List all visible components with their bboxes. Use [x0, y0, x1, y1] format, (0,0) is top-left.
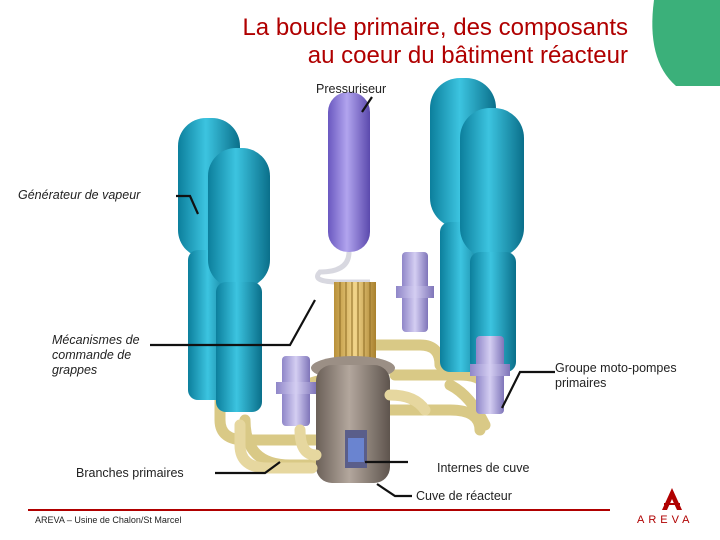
title-line-1: La boucle primaire, des composants — [242, 14, 628, 41]
corner-decoration — [652, 0, 720, 86]
primary-pipes-front — [234, 389, 431, 474]
areva-logo — [662, 488, 682, 510]
primary-pump-back — [396, 252, 434, 332]
label-groupe-line-2: primaires — [555, 376, 607, 390]
title-line-2: au coeur du bâtiment réacteur — [307, 42, 628, 69]
label-groupe-moto-pompes: Groupe moto-pompes primaires — [555, 361, 677, 391]
label-generateur-vapeur: Générateur de vapeur — [18, 188, 141, 202]
label-mecanismes-line-3: grappes — [52, 363, 98, 377]
label-cuve-reacteur: Cuve de réacteur — [416, 489, 512, 503]
control-rod-mechanisms — [334, 282, 376, 362]
pressurizer — [315, 92, 370, 285]
label-groupe-line-1: Groupe moto-pompes — [555, 361, 677, 375]
primary-pump-right — [470, 336, 510, 414]
label-mecanismes-line-1: Mécanismes de — [52, 333, 140, 347]
leader-lines — [150, 96, 555, 498]
label-mecanismes: Mécanismes de commande de grappes — [52, 333, 140, 378]
label-internes-cuve: Internes de cuve — [437, 461, 530, 475]
page-title: La boucle primaire, des composants au co… — [242, 14, 628, 70]
footer-text: AREVA – Usine de Chalon/St Marcel — [35, 515, 182, 525]
label-branches-primaires: Branches primaires — [76, 466, 184, 480]
label-mecanismes-line-2: commande de — [52, 348, 132, 362]
steam-generator-front-left — [208, 148, 270, 412]
reactor-vessel — [311, 356, 395, 483]
primary-pump-left — [276, 356, 316, 426]
label-pressuriseur: Pressuriseur — [316, 82, 387, 96]
areva-logo-text: AREVA — [637, 514, 694, 526]
footer-divider — [28, 509, 610, 511]
